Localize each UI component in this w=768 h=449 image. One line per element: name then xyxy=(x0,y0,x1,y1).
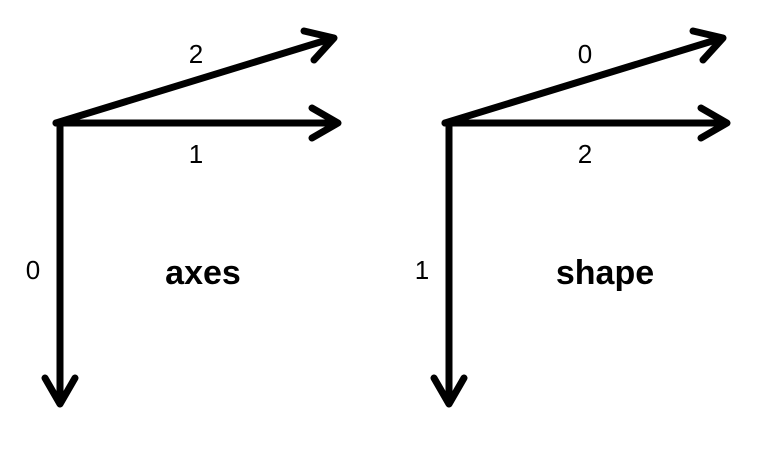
shape-panel: 1 2 0 shape xyxy=(415,27,731,408)
shape-title: shape xyxy=(556,254,654,292)
axes-panel: 0 1 2 axes xyxy=(26,27,342,408)
shape-right-arrow xyxy=(441,104,731,142)
axes-label-diagonal: 2 xyxy=(189,39,203,69)
axes-down-arrow xyxy=(41,119,79,408)
shape-down-arrow xyxy=(430,119,468,408)
axes-diagonal-arrow xyxy=(52,27,338,127)
axes-right-arrow xyxy=(52,104,342,142)
shape-diagonal-arrow xyxy=(441,27,727,127)
axes-label-down: 0 xyxy=(26,255,40,285)
shape-label-right: 2 xyxy=(578,139,592,169)
axes-label-right: 1 xyxy=(189,139,203,169)
shape-label-down: 1 xyxy=(415,255,429,285)
axes-title: axes xyxy=(165,254,241,292)
shape-label-diagonal: 0 xyxy=(578,39,592,69)
